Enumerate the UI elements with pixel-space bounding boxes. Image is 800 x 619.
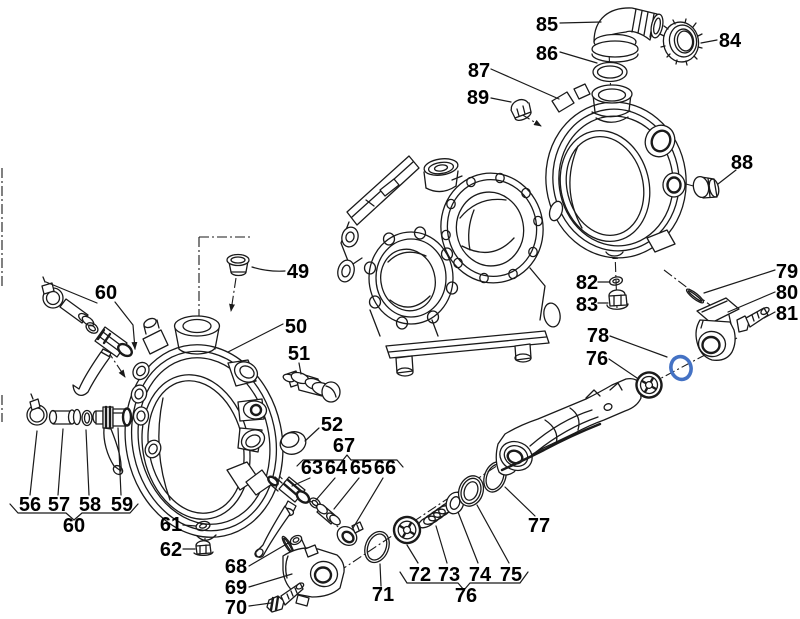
part-label-74: 74 (469, 564, 492, 586)
part-label-67: 67 (333, 435, 355, 457)
pump-head-87 (545, 83, 687, 259)
part-label-85: 85 (536, 14, 558, 36)
parts-row-56-59 (26, 393, 133, 476)
part-label-68: 68 (225, 556, 247, 578)
o-ring-61 (195, 520, 211, 532)
valve-63 (254, 475, 311, 558)
part-label-72: 72 (409, 564, 431, 586)
valve-assembly-60-top (41, 276, 133, 396)
spring-73 (418, 501, 456, 529)
part-label-51: 51 (288, 343, 310, 365)
elbow-fitting-85 (591, 7, 664, 63)
clamp-66 (336, 521, 364, 547)
part-labels: 49 50 51 52 56 57 58 59 60 60 61 62 63 6… (19, 14, 798, 619)
bolt-70 (266, 582, 305, 613)
part-label-49: 49 (287, 261, 309, 283)
pump-body (337, 155, 561, 377)
lock-ring-84 (659, 18, 703, 66)
part-label-76-right: 76 (586, 348, 608, 370)
cartridge-51 (282, 370, 341, 403)
valve-seat-75 (457, 475, 485, 507)
part-label-78: 78 (587, 325, 609, 347)
plug-89 (510, 98, 532, 121)
part-label-86: 86 (536, 43, 558, 65)
port-fitting-80 (695, 297, 740, 361)
cap-49 (226, 253, 250, 277)
part-label-82: 82 (576, 272, 598, 294)
leader-lines (9, 21, 776, 607)
part-label-81: 81 (776, 303, 798, 325)
part-label-70: 70 (225, 597, 247, 619)
ring-casting-50 (124, 315, 284, 541)
part-label-87: 87 (468, 60, 490, 82)
plug-62 (193, 540, 214, 556)
part-label-56: 56 (19, 494, 41, 516)
part-label-59: 59 (111, 494, 133, 516)
manifold-right (495, 377, 642, 476)
part-label-73: 73 (438, 564, 460, 586)
plug-83 (606, 289, 629, 310)
valve-disc-76 (635, 371, 663, 399)
o-ring-86 (592, 61, 628, 83)
cap-52 (279, 431, 307, 455)
part-label-52: 52 (321, 414, 343, 436)
part-label-61: 61 (160, 514, 182, 536)
part-label-84: 84 (719, 30, 742, 52)
part-label-50: 50 (285, 316, 307, 338)
part-label-58: 58 (79, 494, 101, 516)
part-label-64: 64 (325, 457, 348, 479)
hose-fitting-65 (316, 503, 341, 526)
o-ring-71 (364, 530, 390, 564)
part-label-69: 69 (225, 577, 247, 599)
part-label-57: 57 (48, 494, 70, 516)
part-label-83: 83 (576, 294, 598, 316)
part-label-79: 79 (776, 261, 798, 283)
gasket-79 (685, 288, 705, 304)
part-label-71: 71 (372, 584, 394, 606)
part-label-88: 88 (731, 152, 753, 174)
part-label-66: 66 (374, 457, 396, 479)
part-label-63: 63 (301, 457, 323, 479)
part-label-62: 62 (160, 539, 182, 561)
part-label-65: 65 (350, 457, 372, 479)
plug-88 (692, 175, 720, 199)
o-ring-78-highlighted (669, 354, 693, 382)
part-label-76-bottom: 76 (455, 585, 477, 607)
part-label-60-bottom: 60 (63, 515, 85, 537)
part-label-75: 75 (500, 564, 522, 586)
part-label-77: 77 (528, 515, 550, 537)
part-label-60-top: 60 (95, 282, 117, 304)
nipple-81 (736, 306, 770, 333)
part-label-89: 89 (467, 87, 489, 109)
part-label-80: 80 (776, 282, 798, 304)
